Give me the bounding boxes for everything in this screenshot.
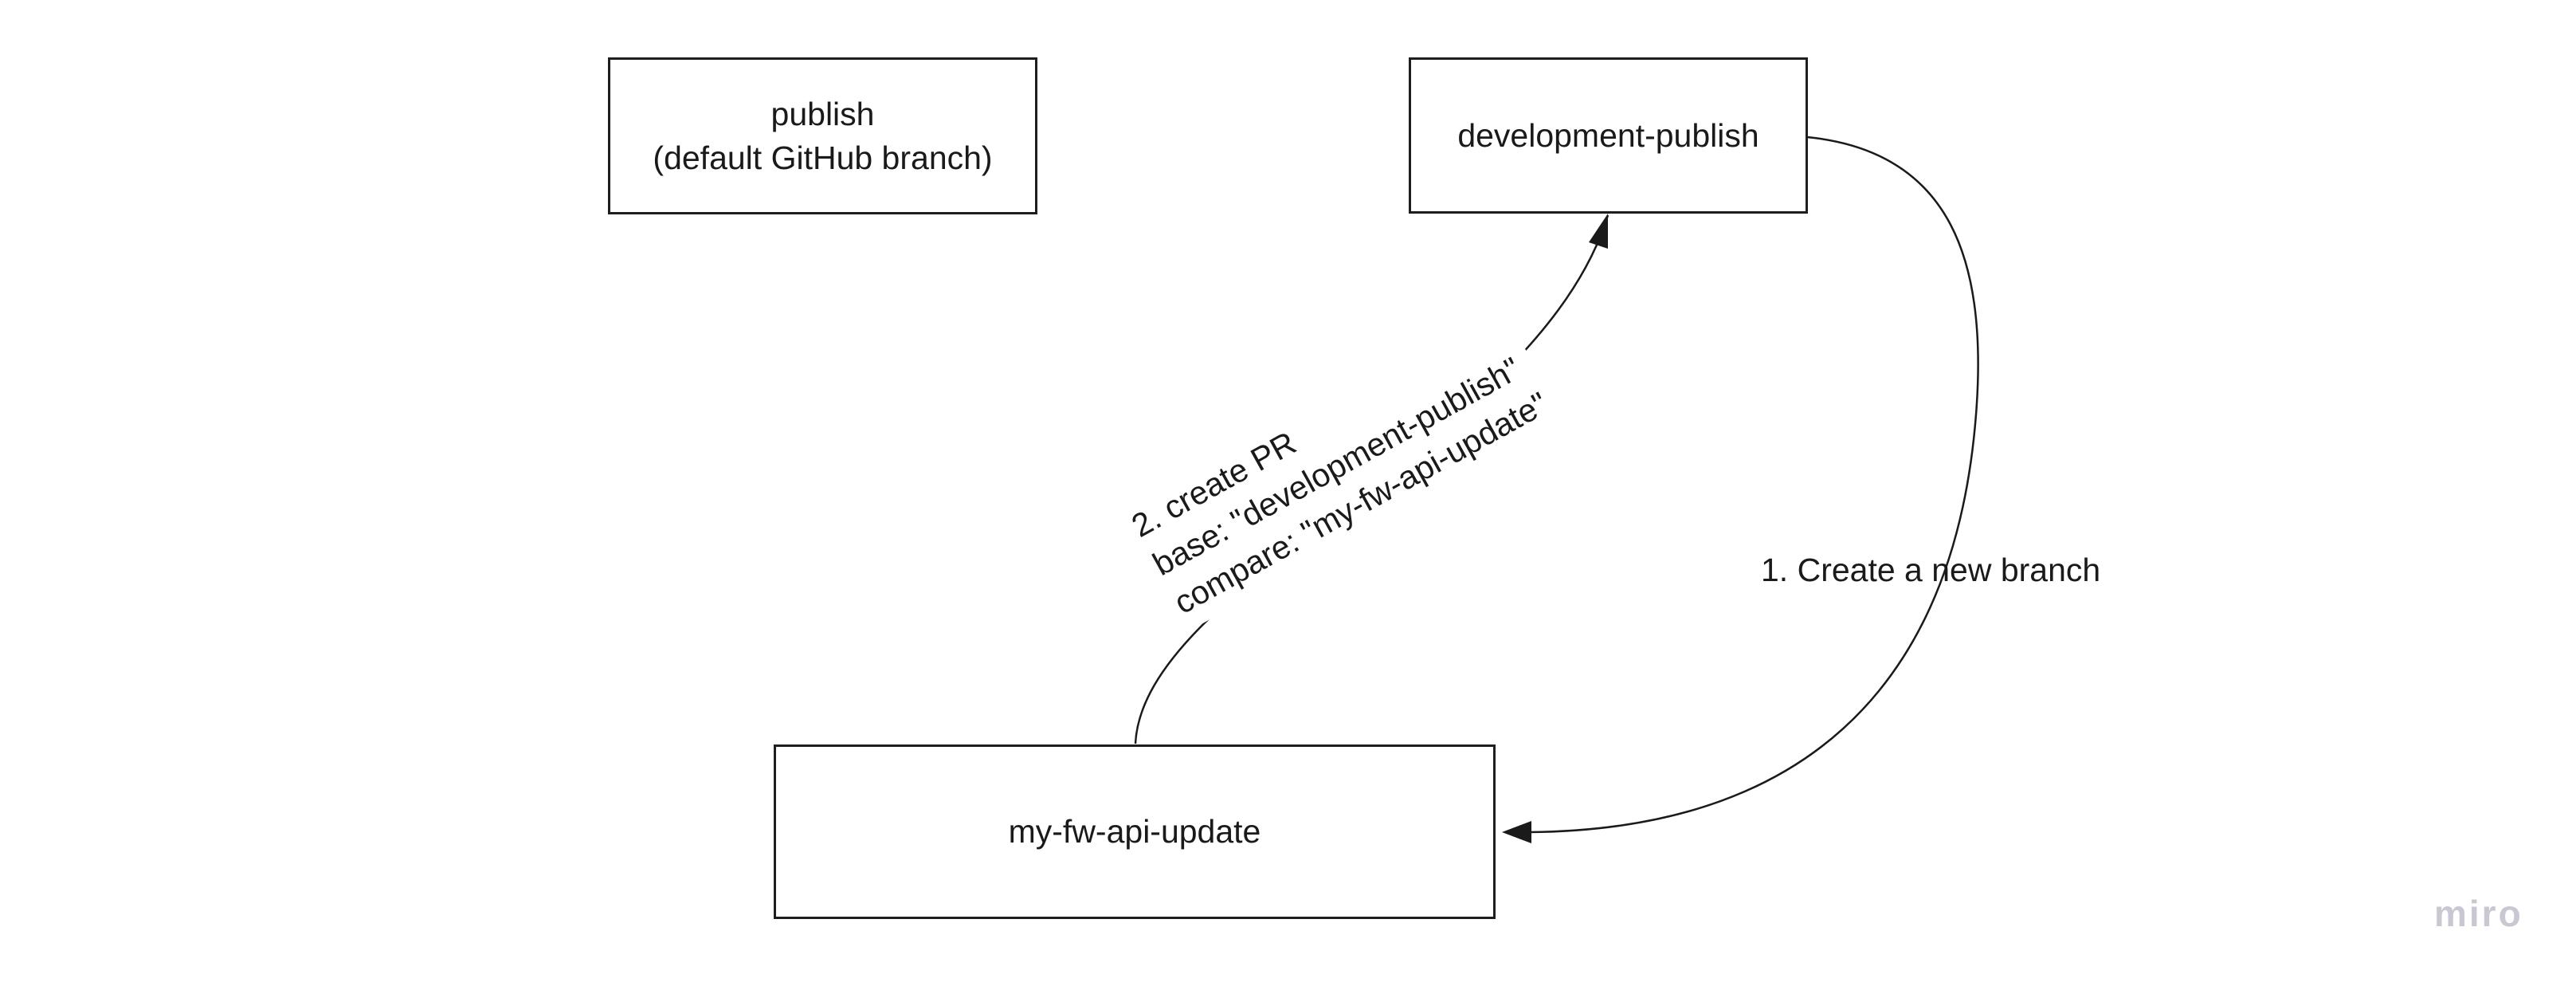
node-publish[interactable]: publish (default GitHub branch)	[608, 57, 1037, 214]
arrowhead-up-icon	[1589, 214, 1608, 249]
connector-create-branch-line[interactable]	[1528, 136, 1979, 834]
node-development-publish-label: development-publish	[1457, 116, 1759, 154]
connector-create-branch[interactable]	[1502, 136, 1979, 843]
node-my-fw-api-update[interactable]: my-fw-api-update	[774, 744, 1496, 919]
node-my-fw-api-update-label: my-fw-api-update	[1008, 813, 1261, 850]
node-development-publish[interactable]: development-publish	[1409, 57, 1808, 214]
node-publish-label-line2: (default GitHub branch)	[653, 139, 993, 176]
node-publish-label-line1: publish	[770, 95, 875, 132]
arrowhead-left-icon	[1502, 821, 1531, 843]
miro-watermark: miro	[2434, 893, 2523, 934]
edge-label-create-branch[interactable]: 1. Create a new branch	[1761, 552, 2101, 588]
